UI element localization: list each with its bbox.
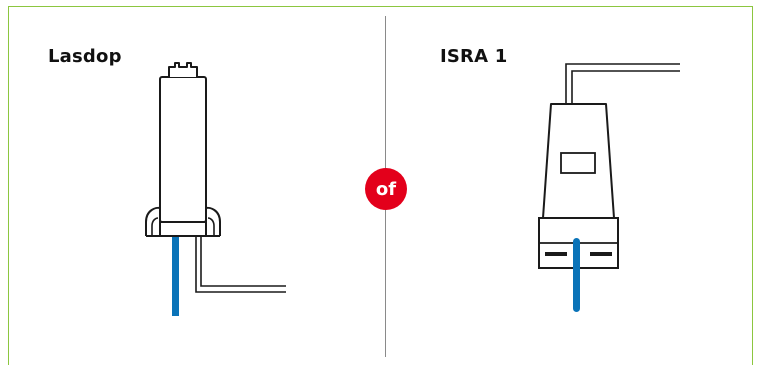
isra-label: ISRA 1	[440, 46, 508, 67]
diagram-frame	[8, 6, 753, 365]
or-label: of	[375, 178, 397, 200]
or-badge: of	[365, 168, 407, 210]
lasdop-label: Lasdop	[48, 46, 122, 67]
